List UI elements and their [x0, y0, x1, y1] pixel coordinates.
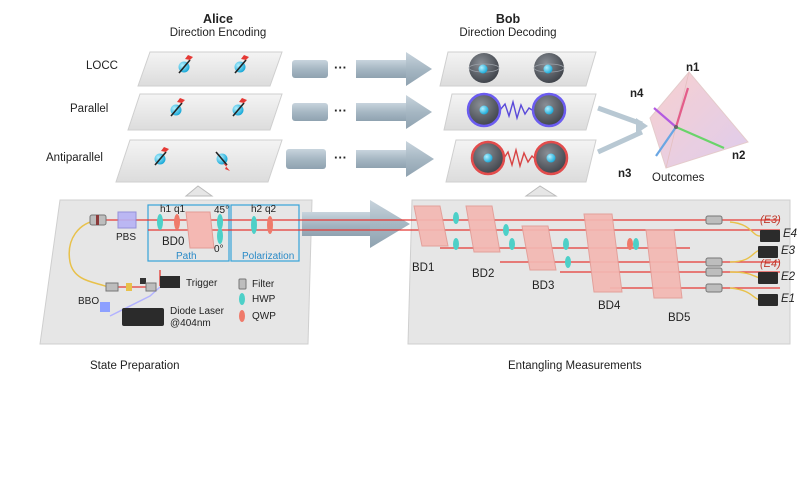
row-label-locc: LOCC	[86, 60, 118, 72]
label-bd0: BD0	[162, 236, 185, 248]
state-preparation-title: State Preparation	[90, 360, 180, 372]
label-polarization: Polarization	[242, 251, 295, 262]
label-e3-alt: (E4)	[760, 258, 781, 270]
waveplates-state-prep	[157, 214, 273, 244]
label-bd4: BD4	[598, 300, 621, 312]
label-e2: E2	[781, 271, 796, 283]
label-trigger: Trigger	[186, 278, 218, 289]
ellipsis-3: ···	[334, 150, 347, 165]
label-laser-1: Diode Laser	[170, 306, 224, 317]
ellipsis-2: ···	[334, 103, 347, 118]
label-h1: h1	[160, 204, 172, 215]
spcm-detectors	[758, 230, 780, 306]
label-e4-alt: (E3)	[760, 214, 781, 226]
waveplates-measurement	[453, 212, 639, 268]
outcome-tetrahedron	[649, 71, 749, 169]
alice-subtitle: Direction Encoding	[169, 27, 267, 39]
filter-component	[89, 214, 107, 226]
entangling-title: Entangling Measurements	[508, 360, 642, 372]
label-bbo: BBO	[78, 296, 100, 307]
label-e3: E3	[781, 245, 796, 257]
label-pbs: PBS	[116, 232, 137, 243]
label-e1: E1	[781, 293, 796, 305]
source-components	[100, 276, 180, 326]
alice-spins	[154, 55, 249, 171]
label-0: 0°	[214, 244, 224, 255]
filters-measurement	[705, 215, 723, 293]
bob-subtitle: Direction Decoding	[459, 27, 557, 39]
label-path: Path	[176, 251, 197, 262]
outcome-n2: n2	[732, 150, 746, 162]
outcomes-label: Outcomes	[652, 172, 705, 184]
bd0-crystal	[185, 211, 215, 249]
label-q2: q2	[265, 204, 277, 215]
label-laser-2: @404nm	[170, 318, 211, 329]
bob-spheres	[466, 53, 569, 176]
alice-title: Alice	[203, 12, 233, 26]
label-e4: E4	[783, 228, 798, 240]
label-bd5: BD5	[668, 312, 691, 324]
ellipsis-1: ···	[334, 60, 347, 75]
label-bd2: BD2	[472, 268, 495, 280]
beam-displacers	[413, 205, 683, 299]
label-bd1: BD1	[412, 262, 435, 274]
label-q1: q1	[174, 204, 186, 215]
label-bd3: BD3	[532, 280, 555, 292]
pbs-component	[117, 211, 137, 229]
outcome-n1: n1	[686, 62, 700, 74]
outcome-n4: n4	[630, 88, 644, 100]
path-box	[147, 204, 230, 262]
bob-title: Bob	[495, 12, 521, 26]
label-45: 45°	[214, 205, 230, 216]
label-h2: h2	[251, 204, 263, 215]
legend-hwp: HWP	[252, 294, 276, 305]
outcome-arrows	[596, 105, 644, 155]
legend-icons	[238, 278, 247, 322]
outcome-n3: n3	[618, 168, 632, 180]
legend-filter: Filter	[252, 279, 275, 290]
polarization-box	[230, 204, 300, 262]
alice-panels	[115, 51, 283, 183]
row-label-antiparallel: Antiparallel	[46, 152, 103, 164]
row-label-parallel: Parallel	[70, 103, 109, 115]
legend-qwp: QWP	[252, 311, 276, 322]
transmission-arrows	[286, 52, 434, 177]
